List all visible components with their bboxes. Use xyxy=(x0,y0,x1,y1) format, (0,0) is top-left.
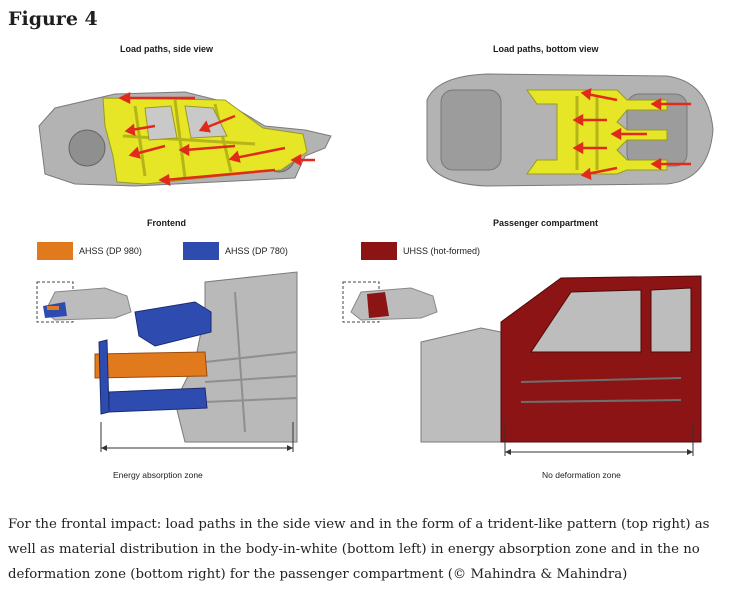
no-deformation-zone-label: No deformation zone xyxy=(542,470,621,480)
legend-uhss: UHSS (hot-formed) xyxy=(361,242,480,260)
legend-label: AHSS (DP 980) xyxy=(79,246,142,256)
figure-title: Figure 4 xyxy=(8,8,98,30)
legend-swatch-orange xyxy=(37,242,73,260)
legend-ahss-980: AHSS (DP 980) xyxy=(37,242,142,260)
frontend-title: Frontend xyxy=(147,218,186,228)
bottom-view-illustration xyxy=(426,73,714,187)
passenger-title: Passenger compartment xyxy=(493,218,599,228)
side-view-illustration xyxy=(38,91,332,187)
legend-swatch-darkred xyxy=(361,242,397,260)
side-view-title: Load paths, side view xyxy=(120,44,214,54)
legend-ahss-780: AHSS (DP 780) xyxy=(183,242,288,260)
legend-swatch-blue xyxy=(183,242,219,260)
legend-label: AHSS (DP 780) xyxy=(225,246,288,256)
figure-caption: For the frontal impact: load paths in th… xyxy=(8,517,710,582)
energy-zone-label: Energy absorption zone xyxy=(113,470,203,480)
legend-label: UHSS (hot-formed) xyxy=(403,246,481,256)
passenger-illustration xyxy=(342,275,702,456)
figure-panel: Load paths, side view Load paths, bottom… xyxy=(31,40,739,498)
frontend-illustration xyxy=(36,271,298,452)
bottom-view-title: Load paths, bottom view xyxy=(493,44,599,54)
